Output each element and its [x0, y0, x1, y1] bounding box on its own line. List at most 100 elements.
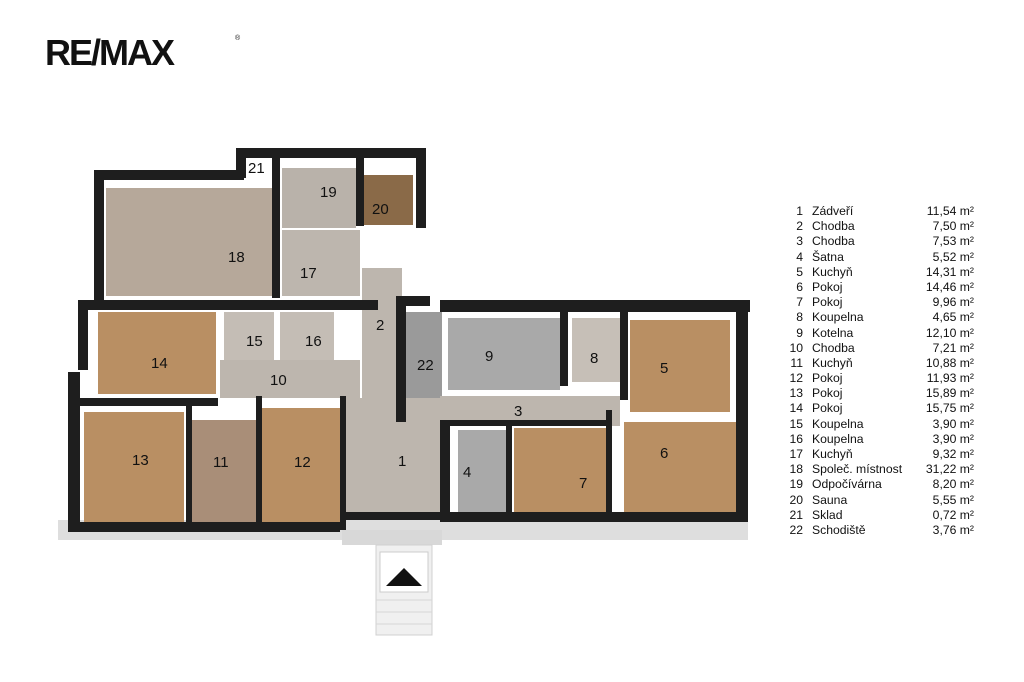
- legend-row: 13 Pokoj 15,89 m²: [785, 386, 980, 401]
- room-label-11: 11: [213, 454, 229, 471]
- legend-name: Společ. místnost: [812, 462, 903, 477]
- legend-name: Schodiště: [812, 522, 866, 537]
- floor-room-9: [448, 318, 560, 390]
- legend-area: 15,89 m²: [925, 386, 974, 401]
- legend-num: 4: [796, 249, 803, 264]
- legend-num: 6: [796, 279, 803, 294]
- room-label-4: 4: [463, 464, 471, 481]
- legend-area: 12,10 m²: [925, 325, 974, 340]
- room-label-13: 13: [132, 452, 149, 469]
- legend-name: Pokoj: [812, 295, 843, 310]
- legend-name: Sklad: [812, 507, 843, 522]
- room-label-5: 5: [660, 360, 668, 377]
- floor-room-11: [192, 420, 256, 524]
- walls: [68, 148, 750, 532]
- room-label-9: 9: [485, 348, 493, 365]
- room-label-12: 12: [294, 454, 311, 471]
- legend-name: Kotelna: [812, 325, 854, 340]
- legend-row: 14 Pokoj 15,75 m²: [785, 401, 980, 416]
- legend-area: 4,65 m²: [932, 310, 974, 325]
- legend-num: 5: [796, 264, 803, 279]
- legend-num: 9: [796, 325, 803, 340]
- legend-area: 8,20 m²: [932, 477, 974, 492]
- legend-area: 10,88 m²: [925, 355, 974, 370]
- legend-name: Pokoj: [812, 386, 843, 401]
- legend-num: 8: [796, 310, 803, 325]
- room-label-1: 1: [398, 453, 406, 470]
- entrance-arrow-icon: [386, 568, 422, 586]
- legend-area: 5,55 m²: [932, 492, 974, 507]
- legend-num: 11: [790, 355, 803, 370]
- room-label-3: 3: [514, 403, 522, 420]
- legend-name: Kuchyň: [812, 355, 853, 370]
- floor-room-13: [84, 412, 184, 522]
- floor-room-10: [220, 360, 360, 398]
- legend-area: 14,46 m²: [925, 279, 974, 294]
- legend-area: 9,32 m²: [932, 447, 974, 461]
- legend-num: 13: [789, 386, 803, 401]
- room-label-8: 8: [590, 350, 598, 367]
- floor-room-19: [282, 168, 356, 228]
- legend-num: 19: [789, 477, 803, 492]
- legend-num: 2: [796, 219, 803, 234]
- legend-name: Pokoj: [812, 371, 843, 386]
- floor-room-6: [624, 422, 738, 512]
- legend-name: Pokoj: [812, 279, 843, 294]
- legend-num: 10: [789, 340, 803, 355]
- legend-name: Sauna: [812, 492, 848, 507]
- legend-area: 0,72 m²: [932, 507, 974, 522]
- legend-name: Pokoj: [812, 401, 843, 416]
- room-label-21: 21: [248, 160, 265, 177]
- floors: [84, 168, 738, 524]
- room-label-20: 20: [372, 201, 389, 218]
- floor-room-14: [98, 312, 216, 394]
- legend-area: 31,22 m²: [925, 462, 974, 477]
- room-label-16: 16: [305, 333, 322, 350]
- room-label-14: 14: [151, 355, 168, 372]
- legend-name: Koupelna: [812, 416, 864, 431]
- legend-row: 11 Kuchyň 10,88 m²: [785, 356, 980, 371]
- legend-area: 15,75 m²: [925, 401, 974, 416]
- legend-num: 16: [789, 431, 803, 446]
- room-label-18: 18: [228, 249, 245, 266]
- legend-num: 14: [789, 401, 803, 416]
- floor-room-16: [280, 312, 334, 360]
- legend-name: Kuchyň: [812, 264, 853, 279]
- legend-area: 9,96 m²: [932, 295, 974, 310]
- room-label-17: 17: [300, 265, 317, 282]
- room-label-15: 15: [246, 333, 263, 350]
- legend-area: 3,76 m²: [932, 522, 974, 537]
- legend-name: Chodba: [812, 234, 855, 249]
- floor-room-8: [572, 318, 622, 382]
- legend-row: 6 Pokoj 14,46 m²: [785, 280, 980, 295]
- legend-area: 5,52 m²: [932, 249, 974, 264]
- legend-area: 7,50 m²: [932, 219, 974, 234]
- room-label-22: 22: [417, 357, 434, 374]
- legend-name: Chodba: [812, 340, 855, 355]
- remax-logo: RE/MAX ®: [45, 32, 240, 73]
- legend-name: Koupelna: [812, 431, 864, 446]
- floor-room-4: [458, 430, 506, 514]
- room-numbers: 1 2 3 4 5 6 7 8 9 10 11 12 13 14 15 16 1…: [132, 160, 668, 492]
- registered-mark: ®: [235, 35, 241, 42]
- legend-num: 20: [789, 492, 803, 507]
- room-label-6: 6: [660, 445, 668, 462]
- legend-num: 15: [789, 416, 803, 431]
- floor-room-1: [346, 398, 440, 518]
- legend-num: 17: [789, 447, 803, 461]
- logo-text: RE/MAX: [45, 32, 175, 73]
